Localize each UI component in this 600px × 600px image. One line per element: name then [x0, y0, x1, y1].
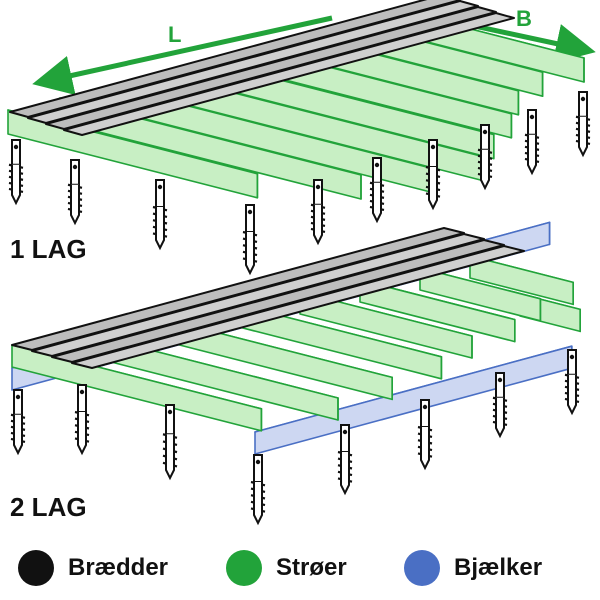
single-layer-title: 1 LAG: [10, 234, 87, 264]
screw-tip: [578, 116, 588, 158]
ground-screw: [250, 454, 266, 526]
screw-shaft: [155, 179, 165, 208]
screw-hole: [79, 389, 85, 395]
screw-hole: [255, 459, 261, 465]
screw-tip: [165, 434, 175, 481]
single-layer-deck: [7, 0, 591, 276]
screw-tip: [428, 167, 438, 211]
screw-shaft: [245, 204, 255, 233]
joists-swatch-icon: [226, 550, 262, 586]
screw-shaft: [340, 424, 350, 453]
screw-hole: [157, 184, 163, 190]
screw-hole: [15, 394, 21, 400]
legend-item-joists: Strøer: [226, 550, 347, 586]
screw-hole: [482, 129, 488, 135]
screw-shaft: [77, 384, 87, 413]
length-arrow: [32, 15, 333, 96]
screw-hole: [167, 409, 173, 415]
beams-swatch-icon: [404, 550, 440, 586]
ground-screw: [8, 139, 24, 206]
screw-tip: [155, 207, 165, 251]
screw-hole: [72, 164, 78, 170]
legend-label-boards: Brædder: [68, 554, 169, 581]
legend-label-joists: Strøer: [276, 554, 347, 581]
screw-hole: [374, 162, 380, 168]
deck-board: [9, 0, 461, 118]
double-layer-deck: [10, 221, 582, 526]
screw-shaft: [11, 139, 21, 166]
screw-shaft: [13, 389, 23, 416]
ground-screw: [242, 204, 258, 276]
deck-diagram: L B 1 LAG 2 LAG: [7, 0, 596, 526]
screw-hole: [342, 429, 348, 435]
screw-shaft: [578, 91, 588, 118]
ground-screw: [162, 404, 178, 481]
screw-hole: [497, 377, 503, 383]
legend: Brædder Strøer Bjælker: [0, 540, 600, 596]
ground-screw: [524, 109, 540, 176]
screw-shaft: [372, 157, 382, 184]
screw-shaft: [428, 139, 438, 168]
screw-tip: [70, 184, 80, 226]
screw-tip: [480, 149, 490, 191]
screw-tip: [340, 452, 350, 496]
ground-screw: [10, 389, 26, 456]
screw-tip: [13, 414, 23, 456]
screw-tip: [567, 374, 577, 416]
deck-board: [63, 12, 515, 136]
screw-shaft: [495, 372, 505, 399]
screw-shaft: [567, 349, 577, 376]
screw-shaft: [253, 454, 263, 483]
double-layer-title: 2 LAG: [10, 492, 87, 522]
screw-hole: [315, 184, 321, 190]
screw-tip: [11, 164, 21, 206]
ground-screw: [477, 124, 493, 191]
ground-screw: [152, 179, 168, 251]
joist: [261, 49, 513, 139]
screw-tip: [253, 482, 263, 526]
ground-screw: [74, 384, 90, 456]
screw-shaft: [527, 109, 537, 136]
legend-label-beams: Bjælker: [454, 554, 543, 581]
joist: [469, 255, 575, 306]
ground-screw: [337, 424, 353, 496]
ground-screw: [425, 139, 441, 211]
width-label: B: [516, 6, 532, 31]
joist: [419, 267, 542, 322]
screw-tip: [495, 397, 505, 439]
ground-screw: [369, 157, 385, 224]
screw-hole: [569, 354, 575, 360]
screw-tip: [77, 412, 87, 456]
legend-item-boards: Brædder: [18, 550, 168, 586]
screw-hole: [247, 209, 253, 215]
screw-tip: [245, 232, 255, 276]
screw-shaft: [480, 124, 490, 151]
ground-screw: [417, 399, 433, 471]
screw-tip: [372, 182, 382, 224]
screw-shaft: [165, 404, 175, 436]
screw-hole: [430, 144, 436, 150]
ground-screw: [564, 349, 580, 416]
screw-hole: [13, 144, 19, 150]
screw-shaft: [420, 399, 430, 428]
ground-screw: [575, 91, 591, 158]
ground-screw: [67, 159, 83, 226]
screw-shaft: [70, 159, 80, 186]
screw-hole: [529, 114, 535, 120]
screw-tip: [420, 427, 430, 471]
boards-swatch-icon: [18, 550, 54, 586]
length-label: L: [168, 22, 181, 47]
screw-hole: [422, 404, 428, 410]
legend-item-beams: Bjælker: [404, 550, 542, 586]
deck-board: [71, 245, 525, 369]
deck-board: [11, 227, 465, 351]
screw-shaft: [313, 179, 323, 206]
ground-screw: [310, 179, 326, 246]
ground-screw: [492, 372, 508, 439]
screw-tip: [313, 204, 323, 246]
screw-tip: [527, 134, 537, 176]
screw-hole: [580, 96, 586, 102]
